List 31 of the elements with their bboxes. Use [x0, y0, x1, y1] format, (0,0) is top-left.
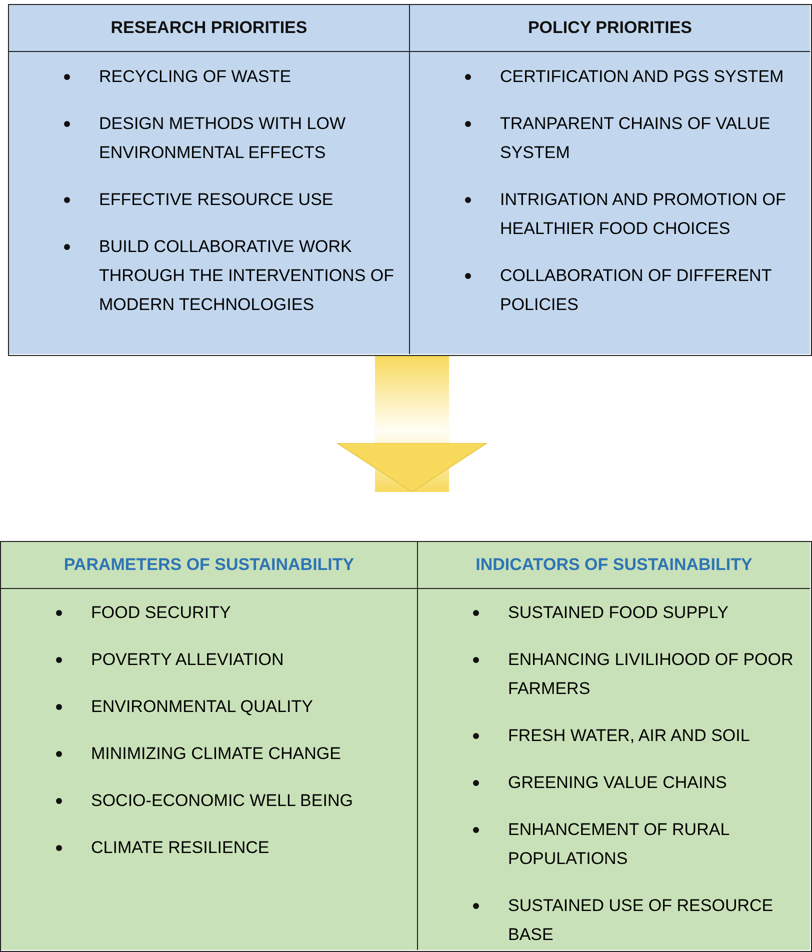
bullet-item: SUSTAINED FOOD SUPPLY: [506, 598, 806, 627]
bullet-item: INTRIGATION AND PROMOTION OF HEALTHIER FOOD CHOICES: [498, 185, 802, 243]
table-column: [417, 542, 810, 950]
table-frame: [8, 4, 812, 356]
bullet-item: CLIMATE RESILIENCE: [89, 833, 409, 862]
block-arrow: [336, 356, 488, 492]
bullet-item: ENVIRONMENTAL QUALITY: [89, 692, 409, 721]
bullet-item: EFFECTIVE RESOURCE USE: [97, 185, 401, 214]
bullet-item: ENHANCING LIVILIHOOD OF POOR FARMERS: [506, 645, 806, 703]
bullet-item: FOOD SECURITY: [89, 598, 409, 627]
table-column: [1, 542, 417, 950]
column-heading: INDICATORS OF SUSTAINABILITY: [476, 555, 752, 575]
table-column: [9, 5, 409, 354]
bullet-item: POVERTY ALLEVIATION: [89, 645, 409, 674]
bullet-item: CERTIFICATION AND PGS SYSTEM: [498, 62, 802, 91]
table-column: [409, 5, 810, 354]
bullet-item: DESIGN METHODS WITH LOW ENVIRONMENTAL EFFECTS: [97, 109, 401, 167]
bullet-item: GREENING VALUE CHAINS: [506, 768, 806, 797]
column-heading: PARAMETERS OF SUSTAINABILITY: [64, 555, 354, 575]
bullet-item: SUSTAINED USE OF RESOURCE BASE: [506, 891, 806, 949]
bullet-item: ENHANCEMENT OF RURAL POPULATIONS: [506, 815, 806, 873]
column-heading: RESEARCH PRIORITIES: [110, 18, 308, 38]
bullet-item: FRESH WATER, AIR AND SOIL: [506, 721, 806, 750]
table-frame: [0, 541, 812, 952]
bullet-item: COLLABORATION OF DIFFERENT POLICIES: [498, 261, 802, 319]
bullet-item: BUILD COLLABORATIVE WORK THROUGH THE INTERVENTIONS OF MODERN TECHNOLOGIES: [97, 232, 401, 319]
bullet-item: TRANPARENT CHAINS OF VALUE SYSTEM: [498, 109, 802, 167]
column-heading: POLICY PRIORITIES: [528, 18, 692, 38]
bullet-item: RECYCLING OF WASTE: [97, 62, 401, 91]
bullet-item: MINIMIZING CLIMATE CHANGE: [89, 739, 409, 768]
bullet-item: SOCIO-ECONOMIC WELL BEING: [89, 786, 409, 815]
